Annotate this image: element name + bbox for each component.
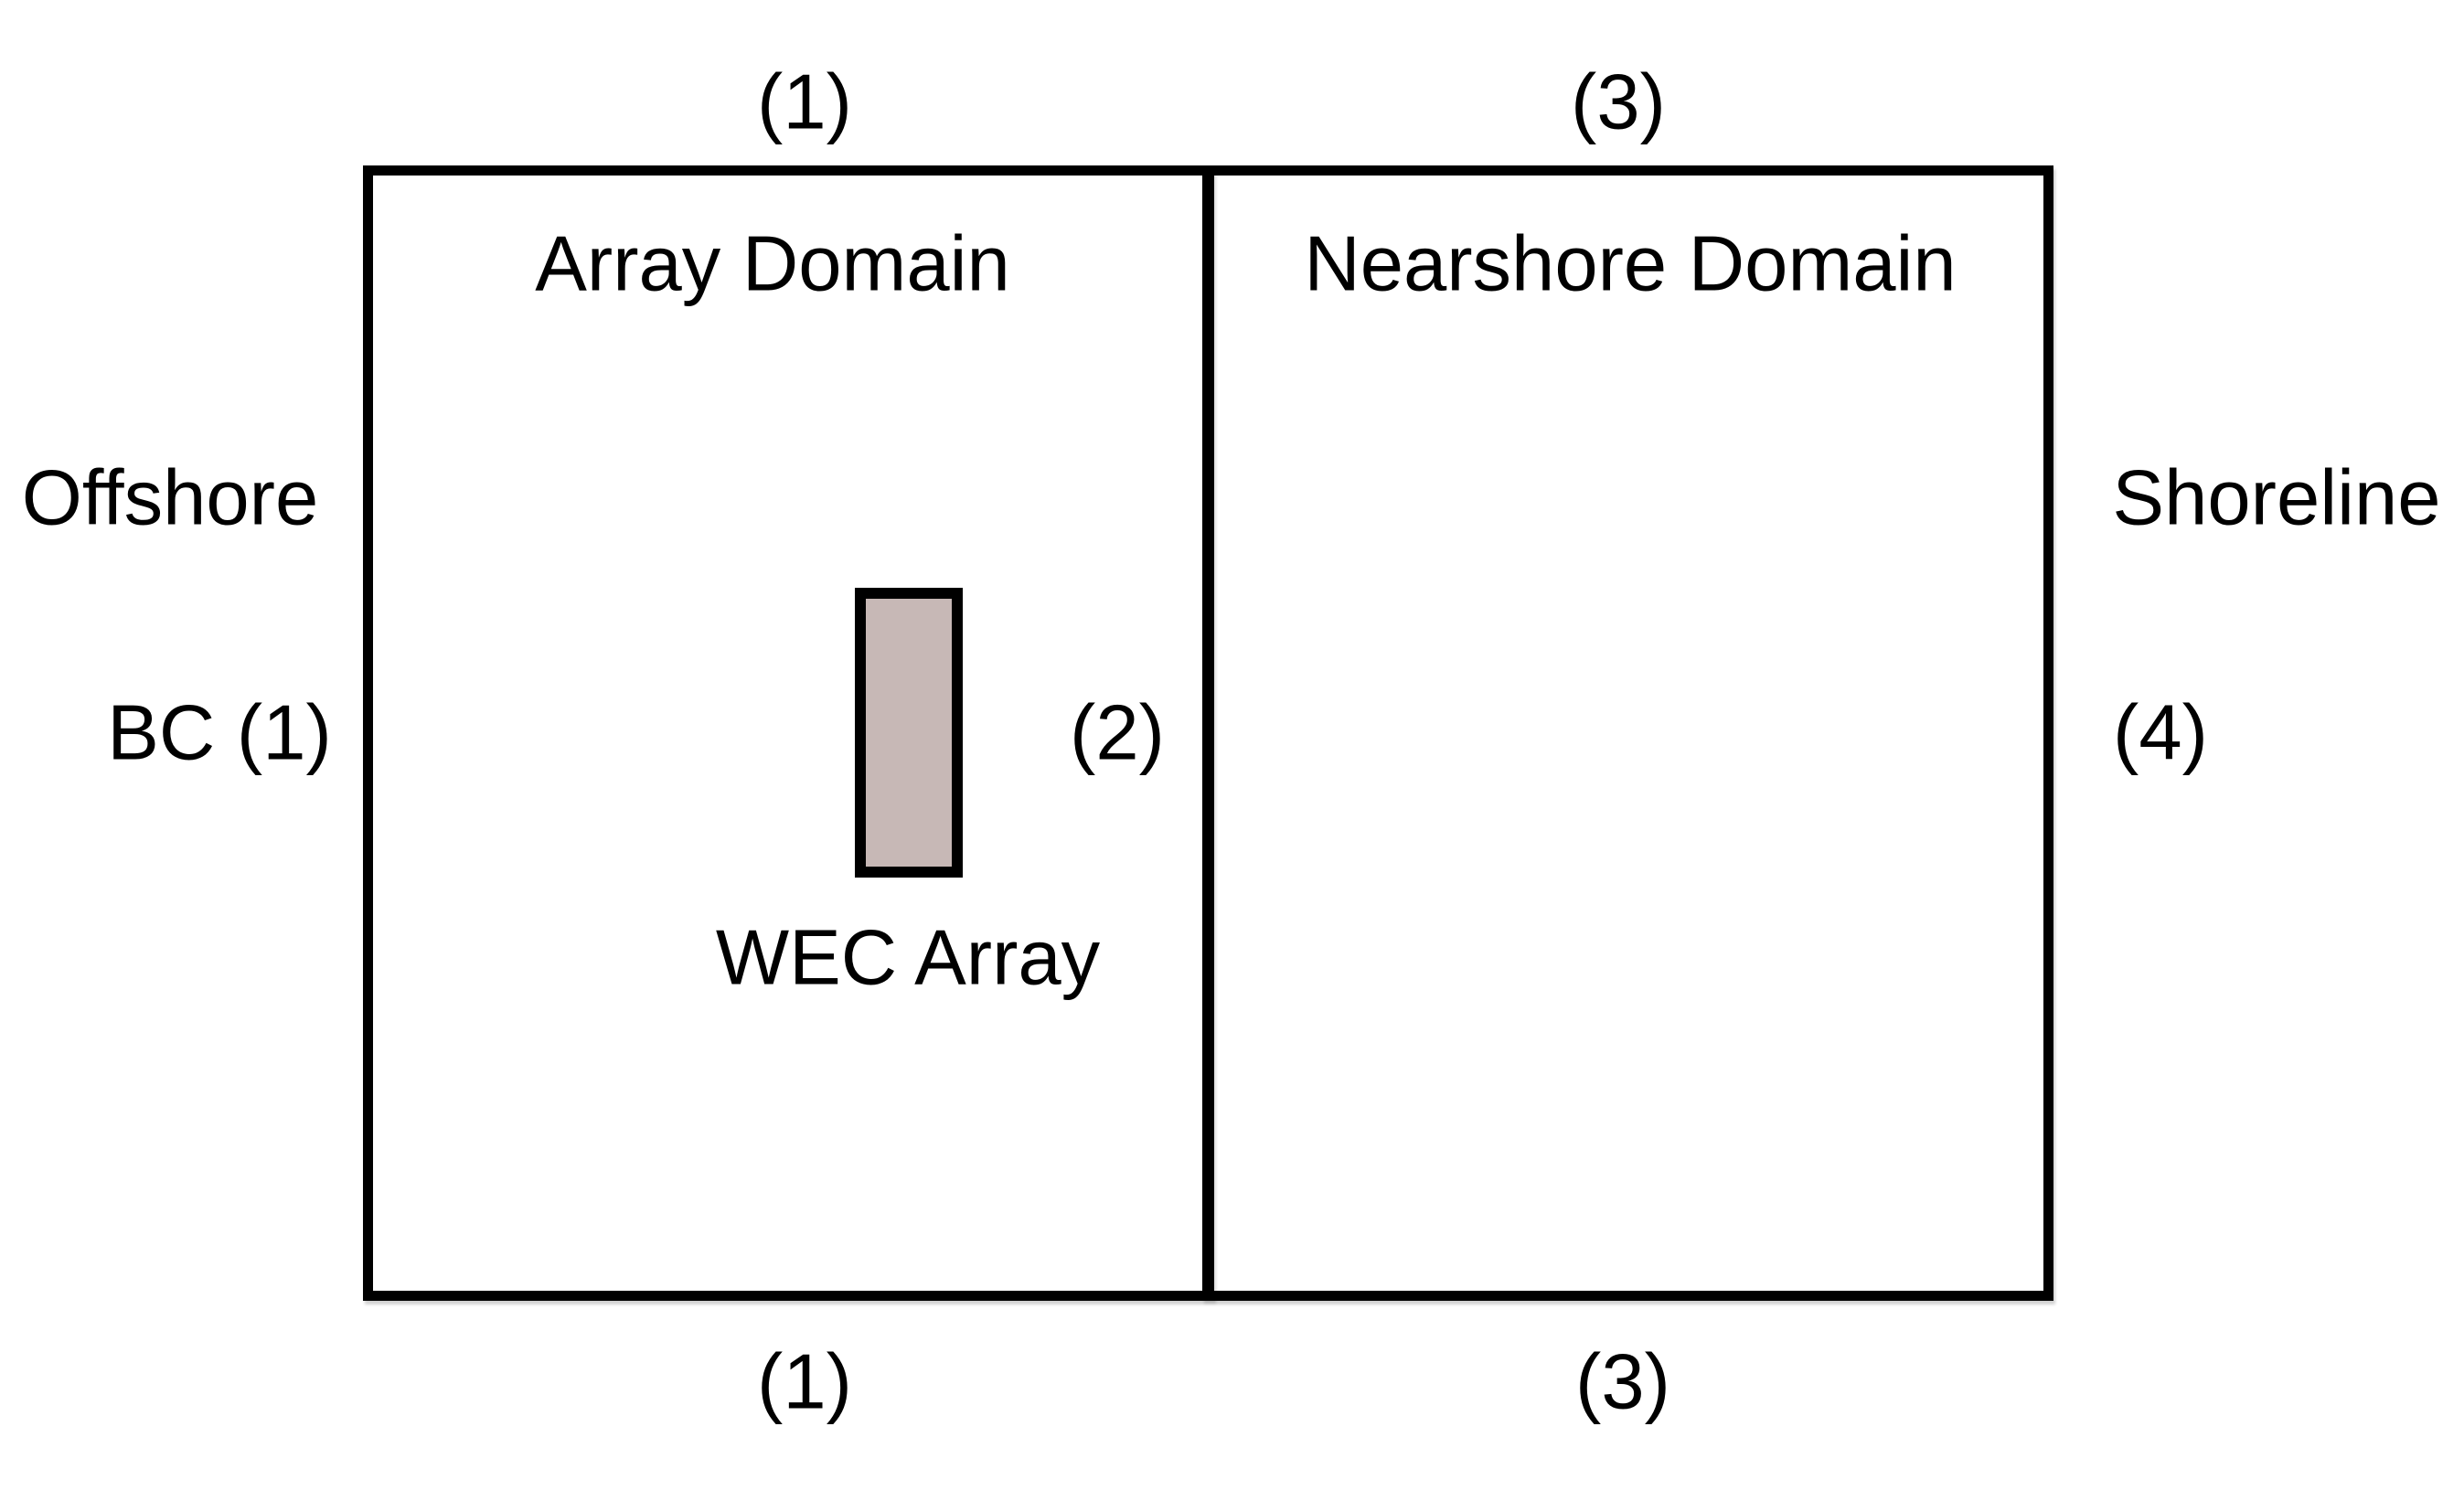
bottom-nearshore-boundary-label: (3) [1575,1338,1670,1426]
offshore-bc-label: BC (1) [107,689,332,777]
bottom-array-boundary-label: (1) [757,1338,852,1426]
wec-array-rect [855,588,963,878]
domain-interface-boundary-label: (2) [1070,689,1165,777]
shoreline-label: Shoreline [2112,454,2441,542]
wec-array-caption: WEC Array [715,914,1101,1002]
offshore-label: Offshore [21,454,319,542]
shoreline-bc-label: (4) [2113,689,2208,777]
array-domain-title: Array Domain [535,220,1010,308]
domain-divider-line [1202,165,1214,1301]
top-nearshore-boundary-label: (3) [1571,59,1666,146]
nearshore-domain-title: Nearshore Domain [1304,220,1957,308]
top-array-boundary-label: (1) [757,59,852,146]
